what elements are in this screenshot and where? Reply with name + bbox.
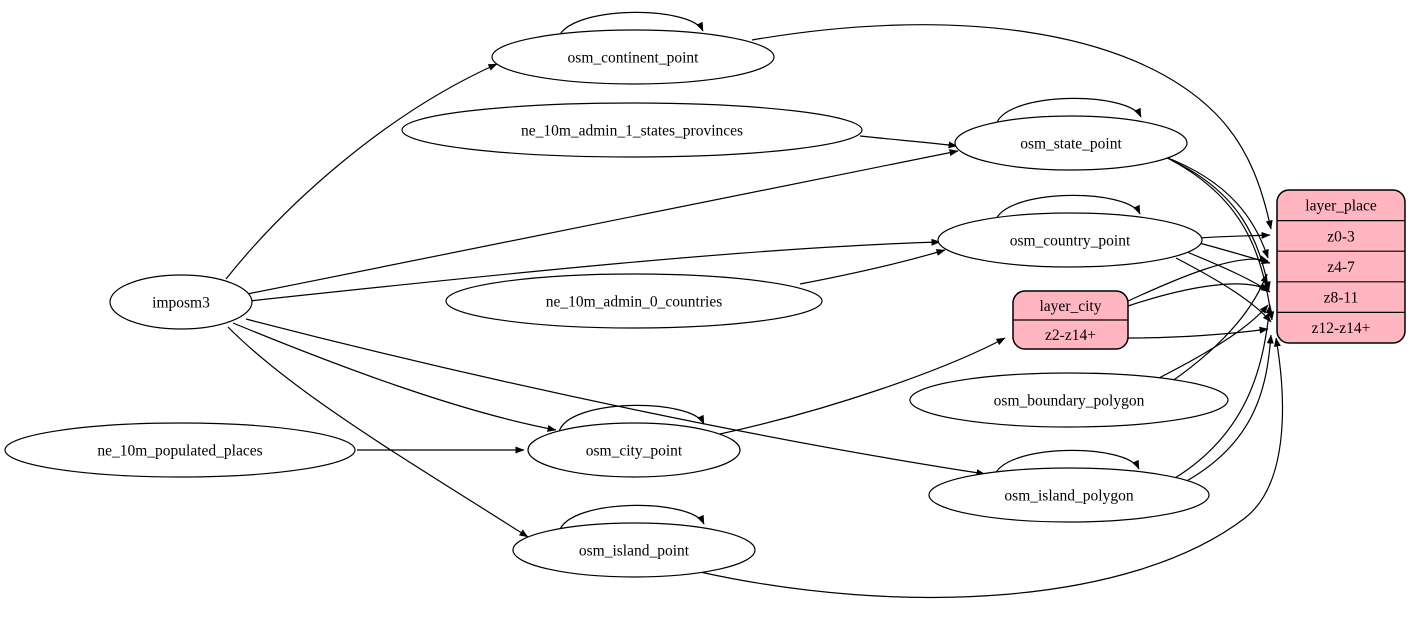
record-row-layer_place-z8-11: z8-11 xyxy=(1324,290,1359,307)
node-ne_10m_admin_1_states_provinces: ne_10m_admin_1_states_provinces xyxy=(401,102,863,158)
node-label-osm_city_point: osm_city_point xyxy=(586,442,683,459)
edge-osm_continent_point-to-layer_place-z0-3 xyxy=(751,24,1273,230)
edge-layer_city-to-layer_place-z4-7 xyxy=(1127,255,1269,302)
edge-osm_state_point-to-layer_place-z4-7 xyxy=(1162,155,1269,259)
node-label-osm_island_polygon: osm_island_polygon xyxy=(1004,487,1133,504)
node-osm_country_point: osm_country_point xyxy=(937,212,1203,268)
edge-imposm3-to-osm_island_polygon xyxy=(245,318,986,477)
node-shape-osm_island_polygon xyxy=(928,467,1210,523)
node-shape-osm_country_point xyxy=(937,212,1203,268)
edge-imposm3-to-osm_island_point xyxy=(227,326,529,538)
node-label-ne_10m_admin_1_states_provinces: ne_10m_admin_1_states_provinces xyxy=(521,122,743,139)
record-title-layer_city: layer_city xyxy=(1040,298,1102,315)
edge-imposm3-to-osm_country_point xyxy=(248,238,941,302)
edge-osm_boundary_polygon-to-layer_place-z8-11 xyxy=(1154,304,1269,381)
node-label-osm_continent_point: osm_continent_point xyxy=(568,49,700,66)
edge-osm_country_point-to-layer_place-z0-3 xyxy=(1198,231,1271,239)
node-shape-ne_10m_admin_1_states_provinces xyxy=(401,102,863,158)
edge-osm_city_point-to-layer_city-z2-z14+ xyxy=(719,337,1006,435)
record-layer_place: layer_place z0-3 z4-7 z8-11 z12-z14+ xyxy=(1276,189,1406,344)
node-osm_city_point: osm_city_point xyxy=(527,422,741,478)
node-label-ne_10m_admin_0_countries: ne_10m_admin_0_countries xyxy=(546,293,723,310)
self-loop-osm_island_point xyxy=(558,504,705,533)
node-ne_10m_admin_0_countries: ne_10m_admin_0_countries xyxy=(445,273,823,329)
node-label-osm_state_point: osm_state_point xyxy=(1020,135,1122,152)
record-row-layer_place-z12-z14+: z12-z14+ xyxy=(1312,320,1371,337)
edge-osm_state_point-to-layer_place-z12-z14+ xyxy=(1170,159,1275,321)
self-loop-osm_city_point xyxy=(558,404,705,433)
self-loop-osm_country_point xyxy=(994,194,1141,223)
self-loop-osm_island_polygon xyxy=(993,449,1140,478)
edge-imposm3-to-osm_state_point xyxy=(246,149,959,295)
record-title-layer_place: layer_place xyxy=(1305,198,1377,215)
edge-osm_island_polygon-to-layer_place-z12-z14+ xyxy=(1182,334,1274,484)
node-imposm3: imposm3 xyxy=(109,274,253,330)
node-shape-osm_continent_point xyxy=(491,29,775,85)
node-label-osm_boundary_polygon: osm_boundary_polygon xyxy=(994,392,1145,409)
edge-ne_10m_admin_0_countries-to-osm_country_point xyxy=(799,249,946,285)
node-shape-osm_state_point xyxy=(954,115,1188,171)
record-layer_city: layer_city z2-z14+ xyxy=(1012,290,1129,350)
edge-osm_country_point-to-layer_place-z12-z14+ xyxy=(1175,257,1272,323)
node-ne_10m_populated_places: ne_10m_populated_places xyxy=(4,422,356,478)
node-label-imposm3: imposm3 xyxy=(152,294,210,311)
node-label-osm_country_point: osm_country_point xyxy=(1010,232,1131,249)
node-label-osm_island_point: osm_island_point xyxy=(579,542,690,559)
record-row-layer_place-z4-7: z4-7 xyxy=(1327,259,1355,276)
node-shape-imposm3 xyxy=(109,274,253,330)
self-loop-osm_continent_point xyxy=(557,11,704,40)
edge-layer_city-to-layer_place-z12-z14+ xyxy=(1127,326,1269,339)
edge-imposm3-to-osm_city_point xyxy=(232,322,557,432)
node-shape-osm_city_point xyxy=(527,422,741,478)
edge-layer_city-to-layer_place-z8-11 xyxy=(1127,282,1269,307)
record-row-layer_place-z0-3: z0-3 xyxy=(1327,228,1355,245)
edge-imposm3-to-osm_continent_point xyxy=(225,63,498,280)
node-osm_island_polygon: osm_island_polygon xyxy=(928,467,1210,523)
self-loop-osm_state_point xyxy=(995,97,1142,126)
record-row-layer_city-z2-z14+: z2-z14+ xyxy=(1045,327,1096,344)
node-osm_continent_point: osm_continent_point xyxy=(491,29,775,85)
node-osm_boundary_polygon: osm_boundary_polygon xyxy=(909,372,1229,428)
node-shape-osm_boundary_polygon xyxy=(909,372,1229,428)
node-shape-ne_10m_populated_places xyxy=(4,422,356,478)
node-label-ne_10m_populated_places: ne_10m_populated_places xyxy=(97,442,262,459)
record-box-layer_place xyxy=(1276,189,1406,344)
edge-osm_island_polygon-to-layer_place-z8-11 xyxy=(1174,304,1273,479)
edge-ne_10m_admin_1_states_provinces-to-osm_state_point xyxy=(859,135,958,149)
node-shape-osm_island_point xyxy=(512,522,756,578)
edge-osm_state_point-to-layer_place-z8-11 xyxy=(1166,157,1271,291)
node-osm_island_point: osm_island_point xyxy=(512,522,756,578)
node-osm_state_point: osm_state_point xyxy=(954,115,1188,171)
edge-osm_island_point-to-layer_place-z12-z14+ xyxy=(699,337,1284,599)
node-shape-ne_10m_admin_0_countries xyxy=(445,273,823,329)
